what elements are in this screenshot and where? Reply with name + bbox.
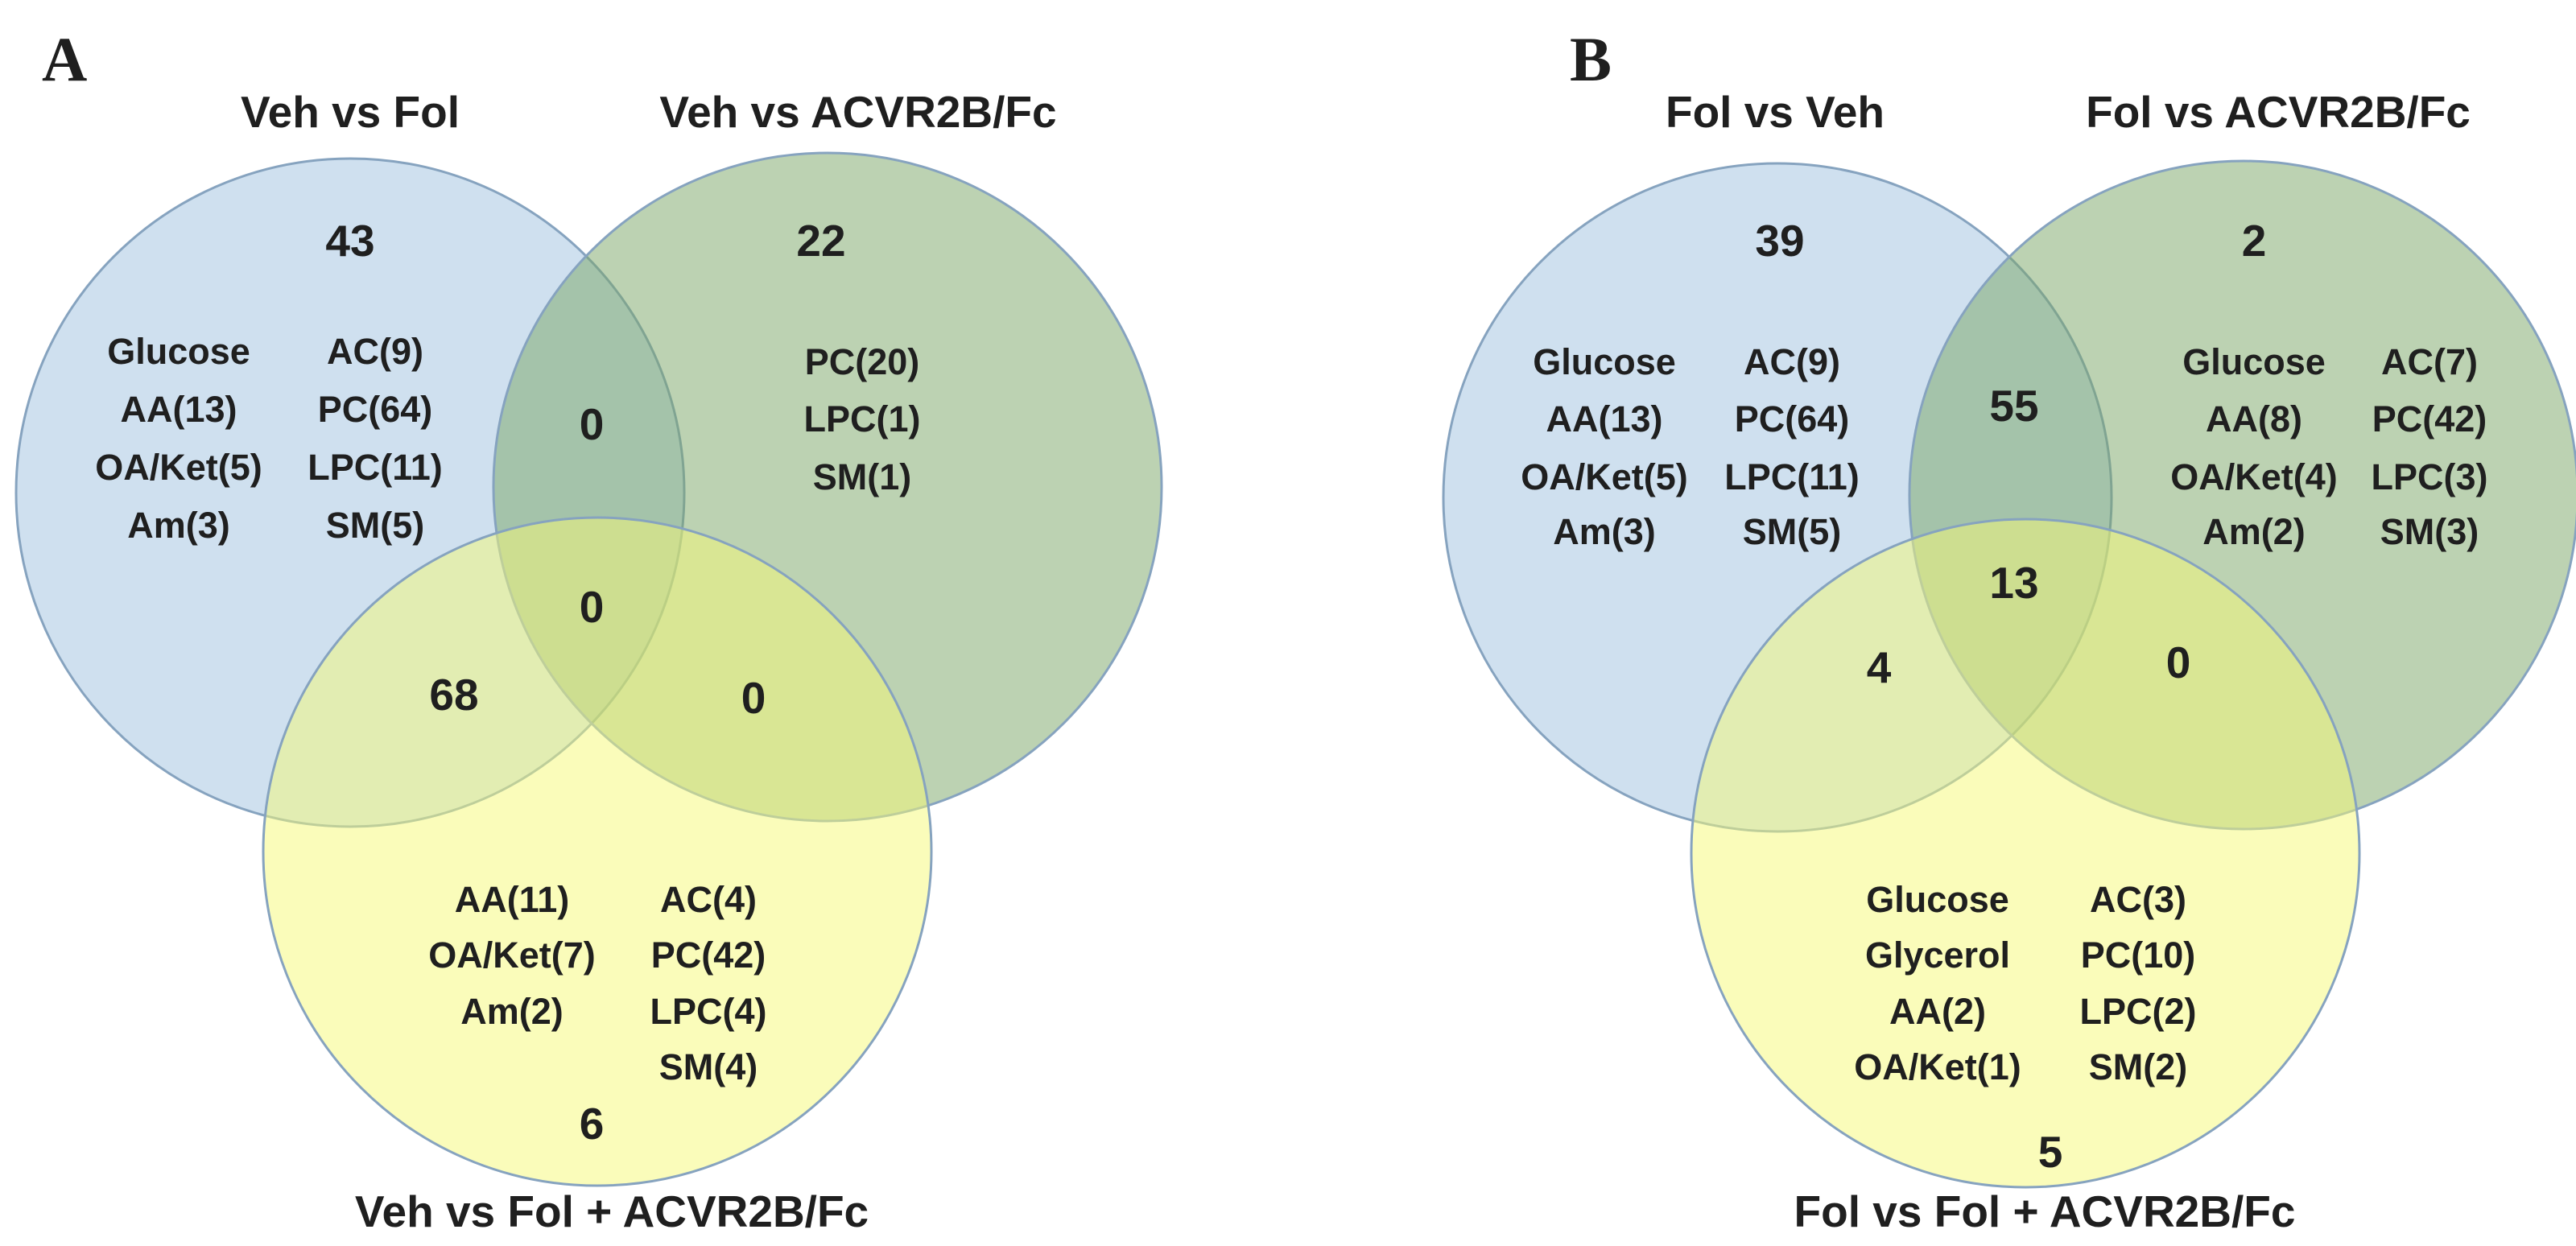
metabolite-item: PC(64)	[318, 389, 433, 430]
metabolite-item: OA/Ket(4)	[2170, 456, 2338, 497]
panel-b-overlap-blue-yellow: 4	[1867, 642, 1892, 692]
metabolite-item: AC(9)	[1744, 341, 1840, 382]
metabolite-item: LPC(4)	[650, 991, 767, 1032]
metabolite-item: OA/Ket(5)	[1521, 456, 1688, 497]
panel-a-overlap-blue-green: 0	[580, 399, 605, 449]
panel-a-count-green: 22	[796, 216, 845, 266]
metabolite-item: LPC(1)	[804, 398, 921, 439]
panel-b: B Fol vs Veh Fol vs ACVR2B/Fc 39 2 5 55 …	[1442, 24, 2576, 1236]
metabolite-item: Glucose	[1866, 879, 2009, 920]
metabolite-item: Glucose	[107, 331, 250, 372]
metabolite-item: Am(3)	[127, 505, 230, 546]
metabolite-item: SM(2)	[2089, 1046, 2188, 1087]
metabolite-item: PC(20)	[805, 341, 920, 382]
metabolite-item: AA(11)	[455, 879, 570, 920]
metabolite-item: AC(4)	[660, 879, 757, 920]
metabolite-item: SM(5)	[326, 505, 425, 546]
metabolite-item: SM(3)	[2380, 511, 2479, 552]
panel-b-overlap-green-yellow: 0	[2166, 637, 2191, 687]
metabolite-item: AA(2)	[1889, 991, 1986, 1032]
metabolite-item: SM(5)	[1743, 511, 1842, 552]
metabolite-item: AC(7)	[2381, 341, 2478, 382]
metabolite-item: LPC(2)	[2080, 991, 2197, 1032]
panel-b-overlap-blue-green: 55	[1989, 381, 2038, 431]
panel-b-title-bottom: Fol vs Fol + ACVR2B/Fc	[1794, 1186, 2296, 1236]
metabolite-item: AC(9)	[327, 331, 423, 372]
panel-b-count-yellow: 5	[2038, 1127, 2063, 1177]
panel-a-overlap-green-yellow: 0	[741, 673, 766, 723]
metabolite-item: SM(4)	[659, 1046, 758, 1087]
metabolite-item: PC(10)	[2081, 934, 2196, 976]
metabolite-item: LPC(11)	[1724, 456, 1860, 497]
panel-a-overlap-blue-yellow: 68	[429, 670, 478, 720]
metabolite-item: Glucose	[2182, 341, 2326, 382]
panel-b-title-left: Fol vs Veh	[1666, 87, 1885, 137]
panel-a-letter: A	[42, 24, 87, 94]
panel-b-count-green: 2	[2242, 216, 2267, 266]
panel-a-count-yellow: 6	[580, 1099, 605, 1149]
metabolite-item: OA/Ket(7)	[428, 934, 596, 976]
metabolite-item: AC(3)	[2090, 879, 2186, 920]
panel-a: A Veh vs Fol Veh vs ACVR2B/Fc 43 22 6 0 …	[14, 24, 1163, 1236]
metabolite-item: AA(8)	[2206, 398, 2302, 439]
panel-b-count-blue: 39	[1755, 216, 1804, 266]
metabolite-item: PC(42)	[2372, 398, 2487, 439]
panel-b-letter: B	[1570, 24, 1612, 94]
panel-a-overlap-center: 0	[580, 582, 605, 632]
panel-b-overlap-center: 13	[1989, 558, 2038, 608]
metabolite-item: OA/Ket(1)	[1854, 1046, 2021, 1087]
metabolite-item: OA/Ket(5)	[95, 447, 262, 488]
panel-a-circle-yellow	[262, 516, 933, 1187]
panel-a-count-blue: 43	[325, 216, 374, 266]
metabolite-item: LPC(11)	[308, 447, 443, 488]
metabolite-item: AA(13)	[1546, 398, 1662, 439]
metabolite-item: Glycerol	[1865, 934, 2010, 976]
metabolite-item: Am(2)	[460, 991, 564, 1032]
panel-b-circle-yellow	[1690, 518, 2361, 1189]
metabolite-item: Am(2)	[2202, 511, 2306, 552]
panel-b-title-right: Fol vs ACVR2B/Fc	[2086, 87, 2471, 137]
metabolite-item: LPC(3)	[2372, 456, 2488, 497]
metabolite-item: PC(42)	[651, 934, 766, 976]
metabolite-item: Am(3)	[1553, 511, 1656, 552]
metabolite-item: SM(1)	[813, 456, 912, 497]
metabolite-item: Glucose	[1533, 341, 1676, 382]
metabolite-item: AA(13)	[120, 389, 237, 430]
metabolite-item: PC(64)	[1735, 398, 1850, 439]
panel-a-title-right: Veh vs ACVR2B/Fc	[659, 87, 1056, 137]
panel-a-title-bottom: Veh vs Fol + ACVR2B/Fc	[355, 1186, 869, 1236]
panel-a-title-left: Veh vs Fol	[241, 87, 460, 137]
